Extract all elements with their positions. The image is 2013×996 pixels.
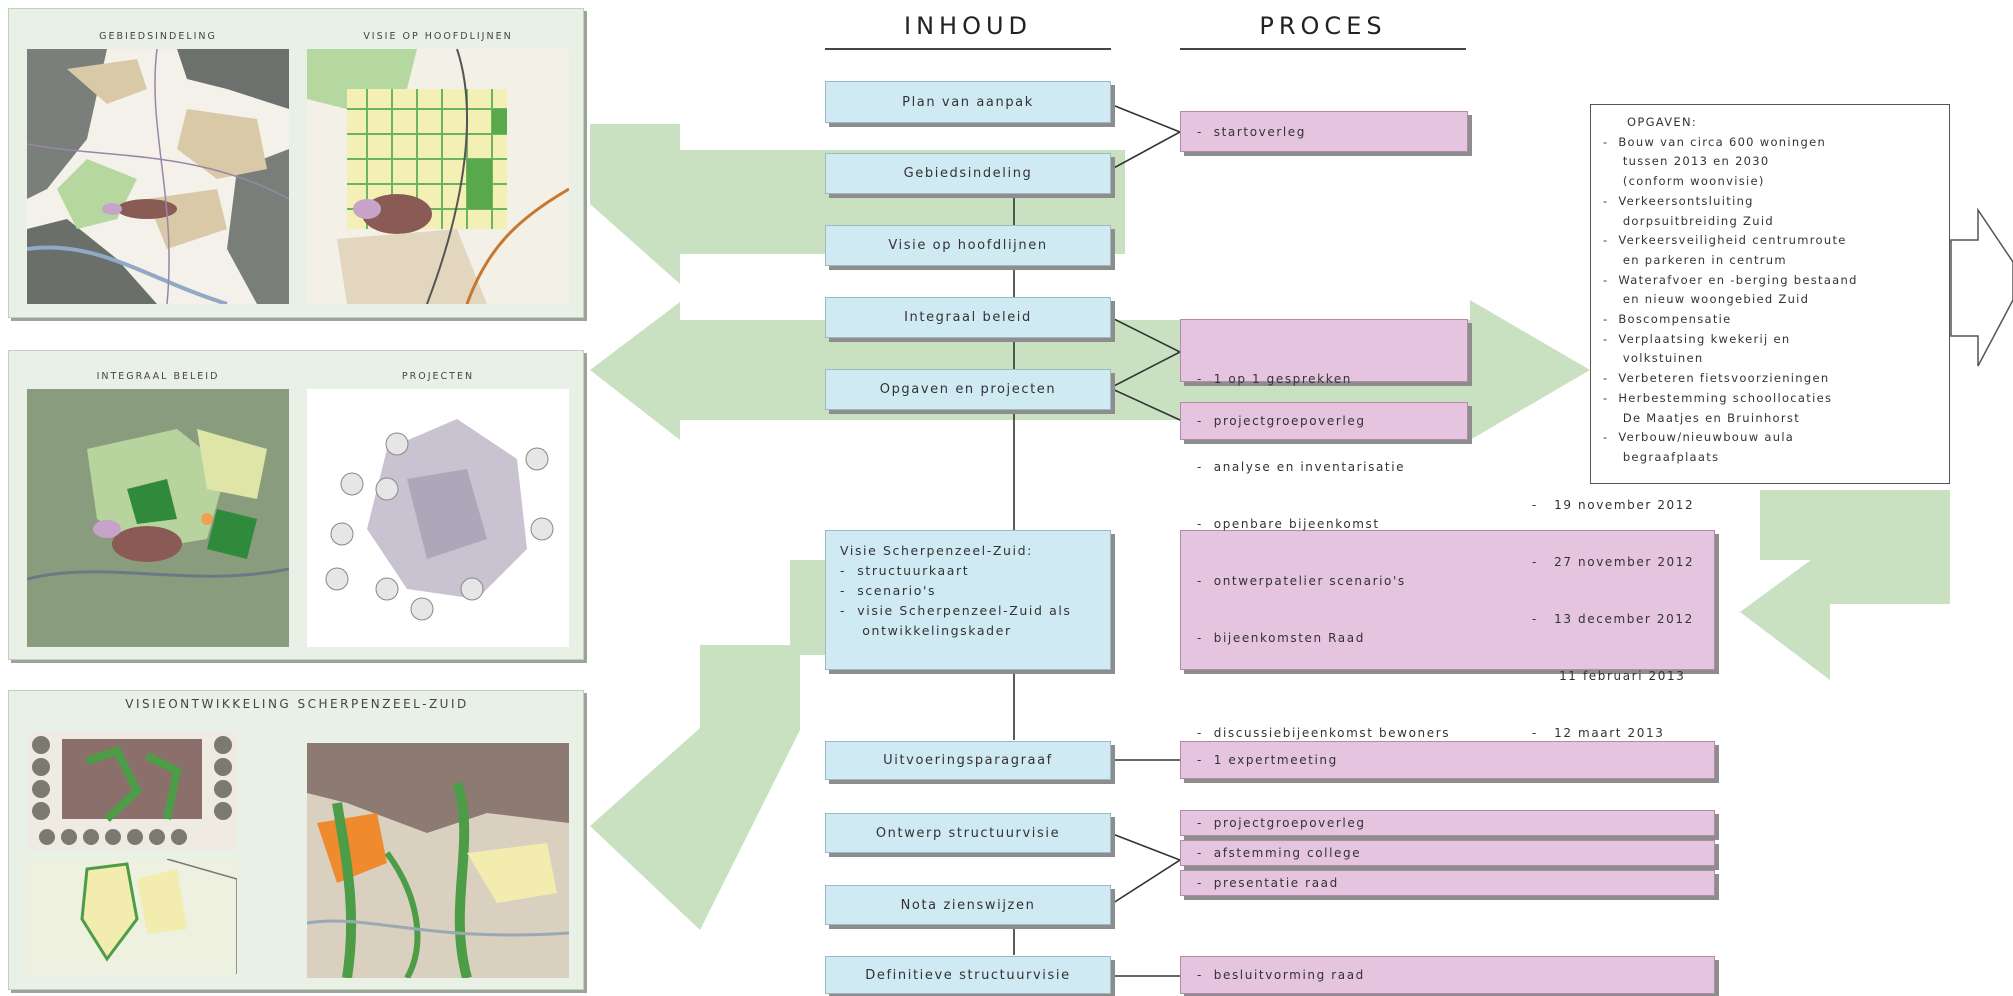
- opgaven-line: - Verplaatsing kwekerij en: [1603, 331, 1791, 346]
- inhoud-ontwerp-structuurvisie: Ontwerp structuurvisie: [825, 813, 1111, 853]
- panel-title-projecten: PROJECTEN: [401, 371, 475, 382]
- map-visie-kaart: [307, 743, 569, 978]
- opgaven-line: (conform woonvisie): [1603, 174, 1765, 189]
- inhoud-uitvoeringsparagraaf: Uitvoeringsparagraaf: [825, 741, 1111, 780]
- gesprekken-line: - 1 op 1 gesprekken: [1197, 372, 1353, 386]
- opgaven-line: - Herbestemming schoollocaties: [1603, 390, 1833, 405]
- visie-zuid-item: - scenario's: [840, 583, 937, 598]
- analyse-item: - analyse en inventarisatie: [1197, 459, 1406, 474]
- visie-zuid-item: ontwikkelingskader: [840, 623, 1012, 638]
- opgaven-line: - Bouw van circa 600 woningen: [1603, 134, 1827, 149]
- arrow-right-return: [1740, 490, 1950, 680]
- proces-expertmeeting: - 1 expertmeeting: [1180, 741, 1715, 779]
- map-visie-structuur: [27, 731, 237, 851]
- inhoud-visie-hoofdlijnen: Visie op hoofdlijnen: [825, 225, 1111, 266]
- visie-zuid-item: - visie Scherpenzeel-Zuid als: [840, 603, 1072, 618]
- map-integraal-beleid: [27, 389, 289, 647]
- analyse-date: - 12 maart 2013: [1532, 725, 1665, 740]
- inhoud-nota-zienswijzen: Nota zienswijzen: [825, 885, 1111, 925]
- analyse-item: - openbare bijeenkomst: [1197, 516, 1380, 531]
- conn-ontwerp: [1109, 832, 1182, 906]
- opgaven-line: volkstuinen: [1603, 351, 1704, 366]
- inhoud-definitieve-structuurvisie: Definitieve structuurvisie: [825, 956, 1111, 994]
- header-proces: PROCES: [1180, 12, 1466, 50]
- proces-besluitvorming-raad: - besluitvorming raad: [1180, 956, 1715, 994]
- inhoud-gebiedsindeling: Gebiedsindeling: [825, 153, 1111, 194]
- proces-analyse: - analyse en inventarisatie - openbare b…: [1180, 460, 1715, 740]
- opgaven-line: De Maatjes en Bruinhorst: [1603, 410, 1801, 425]
- proces-gesprekken: - 1 op 1 gesprekken beleidsambtenaar: [1180, 319, 1468, 443]
- panel-title-visie-hoofdlijnen: VISIE OP HOOFDLIJNEN: [363, 31, 513, 42]
- proces-afstemming-college: - afstemming college: [1180, 840, 1715, 866]
- analyse-item: - ontwerpatelier scenario's: [1197, 573, 1406, 588]
- analyse-date: - 19 november 2012: [1532, 497, 1695, 512]
- proces-presentatie-raad: - presentatie raad: [1180, 870, 1715, 896]
- opgaven-line: dorpsuitbreiding Zuid: [1603, 213, 1774, 228]
- opgaven-line: tussen 2013 en 2030: [1603, 154, 1770, 169]
- opgaven-line: en nieuw woongebied Zuid: [1603, 292, 1810, 307]
- panel-gebiedsindeling: GEBIEDSINDELING VISIE OP HOOFDLIJNEN: [8, 8, 584, 318]
- opgaven-line: - Verbeteren fietsvoorzieningen: [1603, 371, 1830, 386]
- proces-projectgroepoverleg-1: - projectgroepoverleg: [1180, 402, 1468, 440]
- proces-startoverleg: - startoverleg: [1180, 111, 1468, 152]
- map-visie-scenario: [27, 859, 237, 974]
- opgaven-box: OPGAVEN: - Bouw van circa 600 woningen t…: [1590, 104, 1950, 484]
- opgaven-line: - Verkeersveiligheid centrumroute: [1603, 233, 1847, 248]
- analyse-date: - 13 december 2012: [1532, 611, 1694, 626]
- opgaven-line: begraafplaats: [1603, 449, 1720, 464]
- inhoud-opgaven-projecten: Opgaven en projecten: [825, 369, 1111, 410]
- opgaven-line: - Waterafvoer en -berging bestaand: [1603, 272, 1858, 287]
- opgaven-line: - Boscompensatie: [1603, 312, 1732, 327]
- inhoud-plan-van-aanpak: Plan van aanpak: [825, 81, 1111, 123]
- opgaven-line: - Verkeersontsluiting: [1603, 193, 1754, 208]
- conn-gesprek-proj: [1109, 387, 1181, 421]
- proces-projectgroepoverleg-2: - projectgroepoverleg: [1180, 810, 1715, 836]
- inhoud-integraal-beleid: Integraal beleid: [825, 297, 1111, 338]
- analyse-item: - bijeenkomsten Raad: [1197, 630, 1365, 645]
- map-gebiedsindeling: [27, 49, 289, 304]
- panel-integraal-beleid: INTEGRAAL BELEID PROJECTEN: [8, 350, 584, 660]
- map-projecten: [307, 389, 569, 647]
- header-inhoud: INHOUD: [825, 12, 1111, 50]
- map-visie-hoofdlijnen: [307, 49, 569, 304]
- panel-title-integraal-beleid: INTEGRAAL BELEID: [96, 371, 220, 382]
- visie-zuid-item: - structuurkaart: [840, 563, 970, 578]
- inhoud-visie-scherpenzeel-zuid: Visie Scherpenzeel-Zuid: - structuurkaar…: [825, 530, 1111, 670]
- analyse-date: 11 februari 2013: [1532, 668, 1686, 683]
- opgaven-line: en parkeren in centrum: [1603, 252, 1787, 267]
- opgaven-title: OPGAVEN:: [1627, 115, 1698, 129]
- panel-visieontwikkeling: VISIEONTWIKKELING SCHERPENZEEL-ZUID: [8, 690, 584, 990]
- opgaven-line: - Verbouw/nieuwbouw aula: [1603, 430, 1795, 445]
- analyse-item: - discussiebijeenkomst bewoners: [1197, 725, 1451, 740]
- outline-arrow-right: [1950, 207, 2013, 367]
- analyse-date: - 27 november 2012: [1532, 554, 1695, 569]
- panel-title-visieontwikkeling: VISIEONTWIKKELING SCHERPENZEEL-ZUID: [125, 697, 469, 711]
- visie-zuid-title: Visie Scherpenzeel-Zuid:: [840, 543, 1033, 558]
- panel-title-gebiedsindeling: GEBIEDSINDELING: [99, 31, 217, 42]
